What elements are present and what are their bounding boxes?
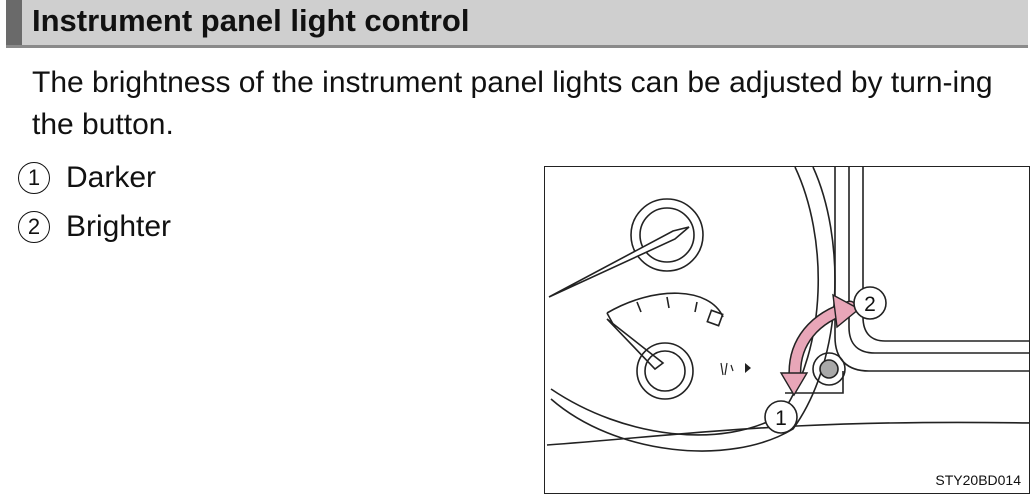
callout-2: 2 [864, 293, 876, 316]
instrument-panel-illustration: 1 2 STY20BD014 [544, 166, 1030, 494]
figure-code: STY20BD014 [935, 472, 1021, 488]
indicator-icon [720, 362, 734, 376]
legend-label-brighter: Brighter [66, 210, 172, 243]
lower-gauge [636, 342, 694, 400]
callout-2-circle [853, 286, 887, 320]
section-title: Instrument panel light control [32, 3, 470, 38]
legend-number-1: 1 [18, 162, 50, 194]
callout-1-circle [764, 400, 798, 434]
instrument-panel-drawing: 1 2 [546, 167, 1029, 452]
section-header: Instrument panel light control [6, 0, 1028, 48]
legend-number-2: 2 [18, 211, 50, 243]
lower-gauge-scale [606, 292, 724, 318]
dash-line [546, 421, 1029, 446]
upper-gauge [630, 198, 704, 272]
lower-gauge-needle [606, 318, 665, 371]
section-header-bar [6, 0, 22, 45]
upper-gauge-needle [548, 226, 690, 298]
description-text: The brightness of the instrument panel l… [32, 66, 993, 141]
arrow-head-darker [779, 372, 809, 397]
legend-item-darker: 1 Darker [18, 158, 156, 198]
callout-1: 1 [775, 407, 787, 430]
brightness-knob-ring [812, 352, 846, 386]
legend-item-brighter: 2 Brighter [18, 207, 171, 247]
arrow-head-brighter [832, 293, 861, 329]
legend-label-darker: Darker [66, 161, 157, 194]
brightness-knob [819, 359, 839, 379]
